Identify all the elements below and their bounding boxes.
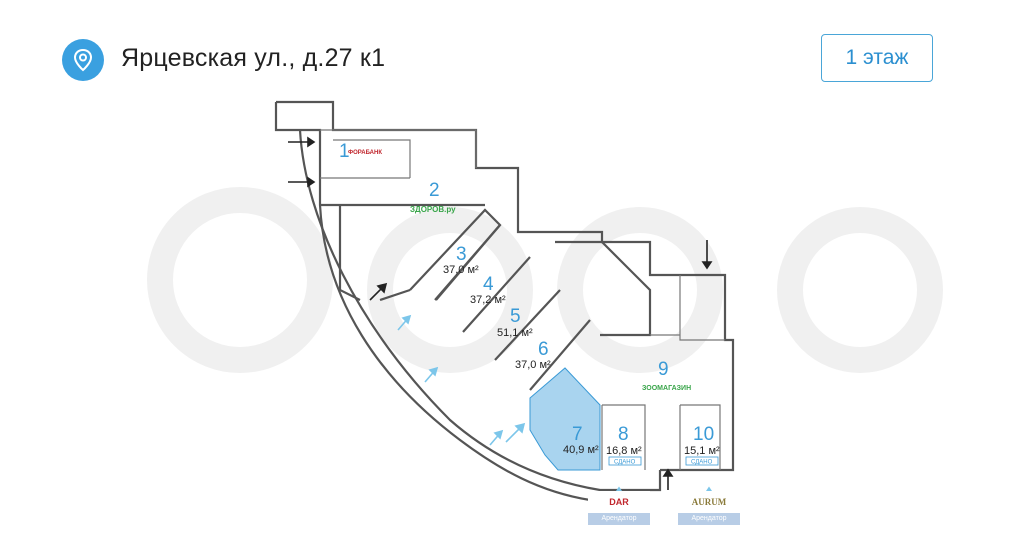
interior-walls [320, 129, 725, 470]
room-3-number[interactable]: 3 [456, 244, 467, 265]
tenant-dar-label: Арендатор [588, 513, 650, 525]
tenant-aurum-logo: AURUM [678, 491, 740, 513]
header: Ярцевская ул., д.27 к1 1 этаж [0, 0, 1023, 110]
room-8-status-badge [608, 456, 642, 466]
room-5-area: 51,1 м² [497, 327, 533, 339]
room-4-area: 37,2 м² [470, 294, 506, 306]
room-4-number[interactable]: 4 [483, 274, 494, 295]
room-7-highlight[interactable] [529, 367, 601, 471]
tenant-aurum-label: Арендатор [678, 513, 740, 525]
tenant-card-dar[interactable]: DAR Арендатор [588, 491, 650, 531]
tenant-dar-logo: DAR [588, 491, 650, 513]
room-8-number[interactable]: 8 [618, 424, 629, 445]
room-9-number[interactable]: 9 [658, 359, 669, 380]
tenant-card-aurum[interactable]: AURUM Арендатор [678, 491, 740, 531]
entrance-arrows [288, 136, 713, 490]
room-9-tenant-logo: ЗООМАГАЗИН [642, 385, 691, 392]
room-6-area: 37,0 м² [515, 359, 551, 371]
outer-walls [274, 100, 735, 502]
room-1-tenant-logo: ФОРАБАНК [348, 150, 382, 156]
map-pin-icon [62, 39, 104, 81]
room-10-number[interactable]: 10 [693, 424, 714, 445]
room-8-area: 16,8 м² [606, 445, 642, 457]
watermark [147, 187, 943, 373]
room-2-tenant-logo: ЗДОРОВ.ру [410, 205, 456, 214]
room-6-number[interactable]: 6 [538, 339, 549, 360]
room-5-number[interactable]: 5 [510, 306, 521, 327]
room-2-number[interactable]: 2 [429, 180, 440, 201]
address-title: Ярцевская ул., д.27 к1 [121, 44, 386, 72]
room-8-status: СДАНО [614, 460, 636, 466]
room-3-area: 37,0 м² [443, 264, 479, 276]
room-10-area: 15,1 м² [684, 445, 720, 457]
room-10-status-badge [685, 456, 719, 466]
room-7-number[interactable]: 7 [572, 424, 583, 445]
floor-select-button[interactable]: 1 этаж [821, 34, 933, 82]
room-1-number[interactable]: 1 [339, 141, 350, 162]
room-7-area: 40,9 м² [563, 444, 599, 456]
room-10-status: СДАНО [691, 460, 713, 466]
